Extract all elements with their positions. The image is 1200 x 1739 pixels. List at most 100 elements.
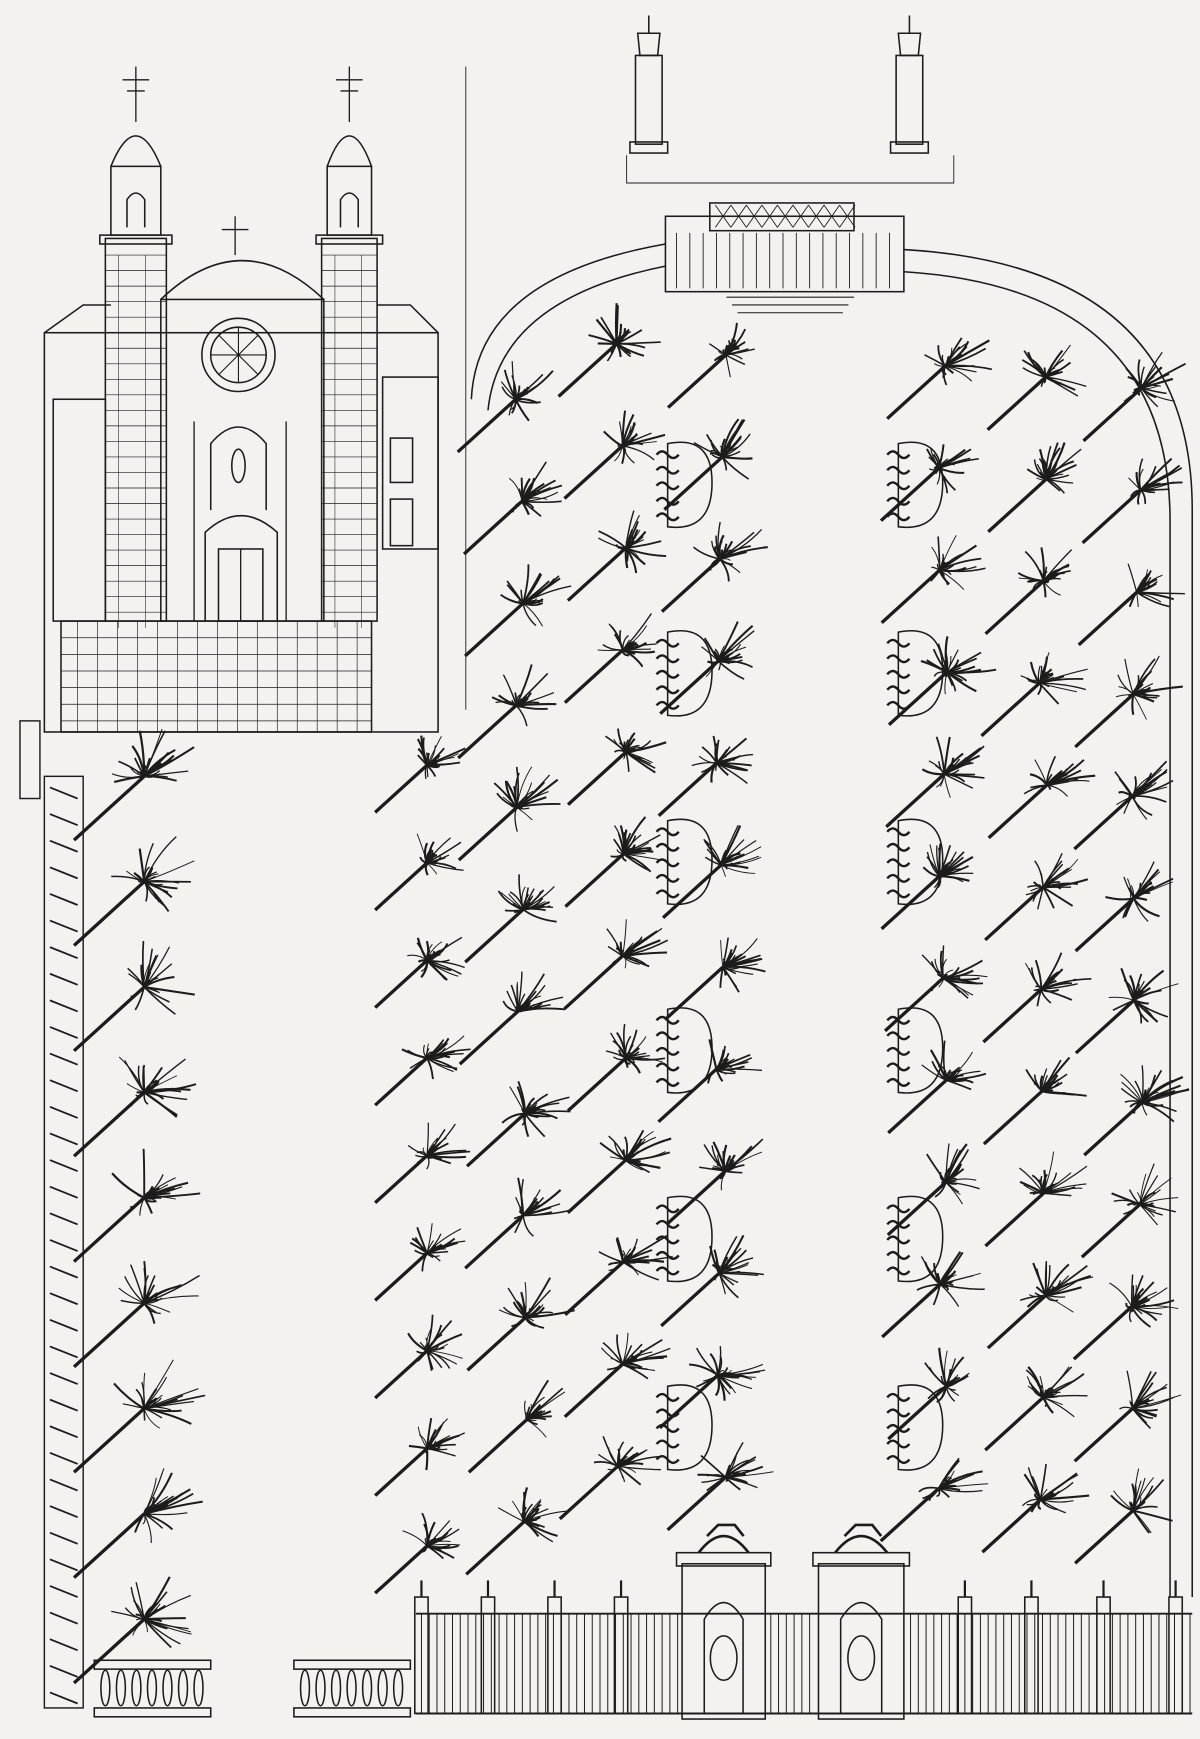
planter [655,630,713,717]
tree-branch [622,955,650,968]
tree-branch [129,1091,145,1107]
planter-wave [655,1266,680,1276]
tree-branch [1043,580,1061,596]
tree-branch [522,908,557,923]
wall-hatch [49,1691,78,1705]
tree-branch [1019,1294,1046,1302]
tree-branch [623,844,636,856]
tree [374,833,464,912]
lamp [897,15,922,57]
planter-wave [886,1408,911,1418]
tree-branch [1141,1101,1175,1123]
top-entrance-gate [626,15,955,314]
tree-trunk [563,1362,624,1419]
tree-branch [945,1148,959,1183]
tree-branch [1043,569,1056,582]
tree-branch [522,598,544,605]
planter-wave [886,1077,911,1087]
tree-branch [144,1407,182,1413]
tree-branch [944,365,973,382]
planter-wave [655,496,680,506]
tree-branch [1117,1510,1134,1525]
tree-branch [607,1363,624,1371]
tree-trunk [1077,591,1138,647]
tree-trunk [982,1090,1044,1146]
tree [984,852,1089,942]
tree-branch [143,728,163,777]
tree-branch [920,660,948,674]
tree-branch [1041,982,1072,991]
tree [467,1379,566,1474]
tree-branch [524,1097,536,1114]
planter-wave [886,496,911,506]
tree-branch [612,955,623,964]
tree [981,1463,1090,1554]
tree-branch [1028,967,1042,990]
tree-branch [522,601,542,604]
tree-branch [1044,349,1064,378]
planter [886,818,944,906]
tree-branch [508,893,524,910]
tree-branch [143,976,175,988]
tree-branch [1141,1065,1144,1103]
tree-branch [1045,755,1057,786]
tree-trunk [881,1283,942,1339]
tree-trunk [374,1447,429,1497]
gate-pier [817,1562,905,1720]
tree-trunk [374,959,429,1009]
tree-branch [625,1057,666,1061]
tree-branch [1019,1167,1044,1194]
tree-branch [938,1487,983,1493]
tree [984,1151,1088,1248]
tree-branch [944,651,949,673]
tree [661,824,762,919]
tree-branch [936,1386,948,1403]
tree [566,728,667,806]
tree-branch [720,852,741,866]
tree-branch [122,1403,145,1410]
tree-branch [133,872,145,883]
tree-trunk [464,908,525,964]
planter-wave [655,1439,680,1449]
tree-trunk [72,775,146,842]
tree-branch [1136,592,1139,608]
tree-branch [511,1317,527,1328]
tree-branch [502,674,517,706]
planter-wave [655,450,680,460]
planter-body [897,441,944,529]
tree-trunk [887,670,949,726]
planter [886,1384,944,1471]
tree [462,461,563,556]
tree-branch [617,1465,624,1479]
tree-branch [1133,990,1144,1001]
wall-hatch [49,946,78,960]
planter-wave [655,873,680,883]
tree-branch [715,547,721,560]
lattice [714,204,732,228]
tree-branch [725,354,731,378]
tree-branch [716,746,731,764]
tree-branch [598,1251,624,1263]
tree-branch [416,937,428,961]
tree-branch [426,854,450,864]
tree-branch [1131,1281,1155,1308]
tree-branch [515,698,523,706]
tree-branch [722,957,761,968]
tree [465,1487,568,1576]
wall-hatch [49,1212,78,1226]
tree-branch [426,1154,442,1161]
tree-branch [718,1247,742,1274]
tree-branch [939,1266,951,1285]
tree-branch [1040,1474,1079,1500]
tree-trunk [1072,1305,1133,1361]
tree-branch [522,564,530,604]
tree [879,444,979,522]
side-window [389,498,414,547]
tree-branch [1113,1490,1134,1511]
tree-branch [426,753,459,766]
planter-wave [886,1439,911,1449]
planter-wave [655,669,680,679]
tree [374,1122,471,1205]
tree-branch [609,547,627,562]
tree-branch [521,1110,527,1115]
